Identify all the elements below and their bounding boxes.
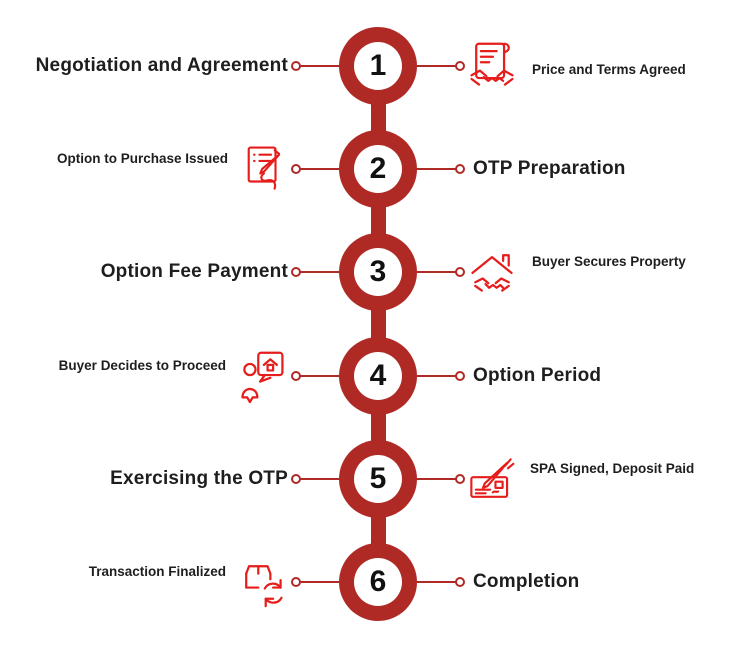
connector-dot-left — [291, 61, 301, 71]
step-5-sub-label: SPA Signed, Deposit Paid — [530, 460, 695, 476]
step-5-circle: 5 — [339, 440, 417, 518]
connector-line-left — [297, 581, 378, 583]
connector-line-left — [297, 168, 378, 170]
step-5-sub-group: SPA Signed, Deposit Paid — [466, 440, 694, 518]
connector-line-left — [297, 375, 378, 377]
person-house-decision-icon — [236, 347, 288, 405]
step-1-sub-label: Price and Terms Agreed — [532, 61, 686, 77]
timeline-step-3: 3 Option Fee Payment Buyer Secures Prope… — [0, 233, 750, 313]
connector-line-right — [378, 581, 459, 583]
step-4-main-label: Option Period — [473, 365, 602, 386]
step-6-number: 6 — [369, 565, 387, 598]
house-handshake-icon — [466, 247, 518, 297]
cheque-pen-icon — [466, 453, 516, 505]
step-5-circle-inner: 5 — [354, 455, 402, 503]
step-6-main-label-wrap: Completion — [473, 543, 580, 621]
step-1-main-label: Negotiation and Agreement — [35, 55, 288, 76]
document-signing-icon — [238, 142, 288, 196]
step-5-main-label: Exercising the OTP — [110, 468, 288, 489]
connector-dot-left — [291, 474, 301, 484]
connector-dot-right — [455, 164, 465, 174]
step-5-number: 5 — [369, 462, 387, 495]
timeline-step-4: 4 Buyer Decides to Proceed Option Period — [0, 337, 750, 417]
step-3-circle: 3 — [339, 233, 417, 311]
step-3-main-label: Option Fee Payment — [100, 261, 288, 282]
step-3-circle-inner: 3 — [354, 248, 402, 296]
contract-handshake-icon — [466, 38, 518, 94]
step-1-main-label-wrap: Negotiation and Agreement — [36, 27, 288, 105]
connector-line-right — [378, 375, 459, 377]
step-3-number: 3 — [369, 255, 387, 288]
package-sync-icon — [236, 555, 288, 609]
connector-line-left — [297, 478, 378, 480]
step-4-circle-inner: 4 — [354, 352, 402, 400]
step-1-number: 1 — [369, 49, 387, 82]
connector-line-right — [378, 168, 459, 170]
connector-line-right — [378, 271, 459, 273]
connector-dot-right — [455, 61, 465, 71]
step-3-sub-label: Buyer Secures Property — [532, 253, 686, 269]
connector-dot-left — [291, 577, 301, 587]
step-6-sub-group: Transaction Finalized — [89, 543, 288, 621]
connector-dot-right — [455, 474, 465, 484]
connector-line-left — [297, 65, 378, 67]
connector-dot-left — [291, 371, 301, 381]
step-1-circle-inner: 1 — [354, 42, 402, 90]
step-2-circle-inner: 2 — [354, 145, 402, 193]
step-6-circle-inner: 6 — [354, 558, 402, 606]
step-4-circle: 4 — [339, 337, 417, 415]
step-5-main-label-wrap: Exercising the OTP — [110, 440, 288, 518]
step-4-sub-group: Buyer Decides to Proceed — [59, 337, 288, 415]
step-1-circle: 1 — [339, 27, 417, 105]
step-4-main-label-wrap: Option Period — [473, 337, 601, 415]
step-1-sub-group: Price and Terms Agreed — [466, 27, 686, 105]
step-6-sub-label: Transaction Finalized — [88, 563, 226, 579]
connector-line-right — [378, 65, 459, 67]
step-6-main-label: Completion — [473, 571, 580, 592]
timeline-step-1: 1 Negotiation and Agreement Price and Te… — [0, 27, 750, 107]
step-3-main-label-wrap: Option Fee Payment — [101, 233, 288, 311]
step-4-number: 4 — [369, 359, 387, 392]
connector-line-right — [378, 478, 459, 480]
connector-dot-left — [291, 267, 301, 277]
step-2-circle: 2 — [339, 130, 417, 208]
step-2-number: 2 — [369, 152, 387, 185]
step-2-sub-label: Option to Purchase Issued — [56, 150, 228, 166]
step-3-sub-group: Buyer Secures Property — [466, 233, 686, 311]
timeline-step-2: 2 Option to Purchase Issued OTP Preparat… — [0, 130, 750, 210]
step-4-sub-label: Buyer Decides to Proceed — [58, 357, 226, 373]
timeline-step-6: 6 Transaction Finalized Completion — [0, 543, 750, 623]
connector-dot-right — [455, 577, 465, 587]
step-2-main-label-wrap: OTP Preparation — [473, 130, 626, 208]
connector-dot-right — [455, 267, 465, 277]
connector-dot-left — [291, 164, 301, 174]
connector-dot-right — [455, 371, 465, 381]
step-6-circle: 6 — [339, 543, 417, 621]
timeline-step-5: 5 Exercising the OTP SPA Signed, Deposit… — [0, 440, 750, 520]
connector-line-left — [297, 271, 378, 273]
step-2-sub-group: Option to Purchase Issued — [57, 130, 288, 208]
step-2-main-label: OTP Preparation — [473, 158, 626, 179]
